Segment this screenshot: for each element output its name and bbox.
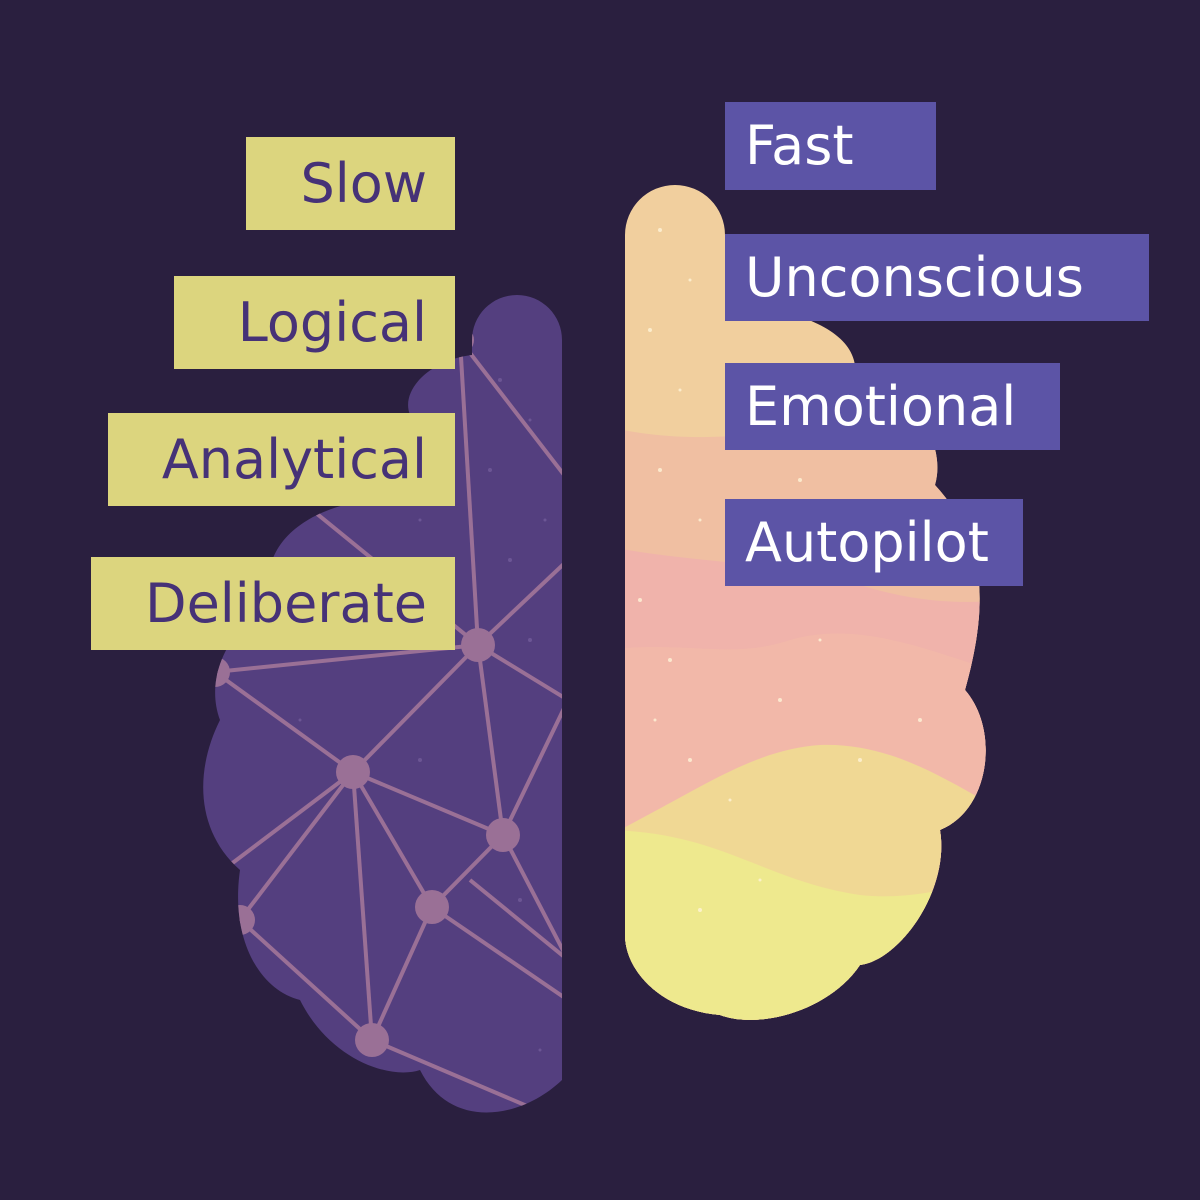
label-fast: Fast: [725, 102, 936, 190]
label-slow: Slow: [246, 137, 455, 230]
network-node: [225, 905, 255, 935]
network-node: [486, 818, 520, 852]
label-analytical-text: Analytical: [161, 427, 427, 491]
label-unconscious: Unconscious: [725, 234, 1149, 321]
label-autopilot-text: Autopilot: [745, 510, 989, 574]
neural-network-lines: [208, 338, 562, 1113]
network-node: [355, 1023, 389, 1057]
label-logical-text: Logical: [237, 290, 427, 354]
network-node: [336, 755, 370, 789]
label-slow-text: Slow: [300, 151, 427, 215]
label-logical: Logical: [174, 276, 455, 369]
label-analytical: Analytical: [108, 413, 455, 506]
network-node: [203, 657, 230, 687]
network-node: [415, 890, 449, 924]
label-emotional: Emotional: [725, 363, 1060, 450]
speckle-texture: [298, 378, 547, 1052]
label-unconscious-text: Unconscious: [745, 245, 1084, 309]
label-deliberate: Deliberate: [91, 557, 455, 650]
label-deliberate-text: Deliberate: [145, 571, 427, 635]
label-autopilot: Autopilot: [725, 499, 1023, 586]
label-emotional-text: Emotional: [745, 374, 1017, 438]
label-fast-text: Fast: [745, 114, 854, 177]
network-node: [461, 628, 495, 662]
left-hemisphere: [203, 295, 562, 1113]
